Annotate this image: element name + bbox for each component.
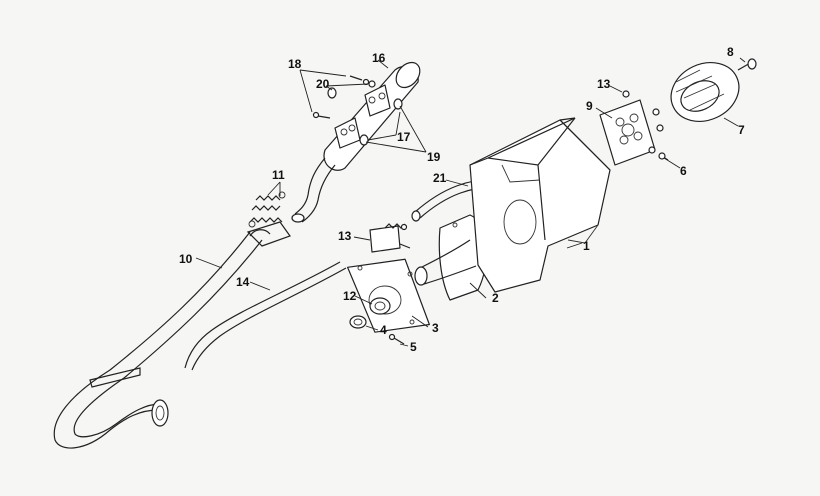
part-gasket-12 bbox=[369, 297, 391, 315]
callout-3: 3 bbox=[432, 321, 439, 335]
callout-11: 11 bbox=[272, 168, 285, 182]
part-flange-plate-3 bbox=[347, 258, 430, 333]
callout-10: 10 bbox=[179, 252, 193, 266]
part-hose-14 bbox=[184, 261, 347, 371]
callout-17: 17 bbox=[397, 130, 411, 144]
part-filter-element-7 bbox=[670, 62, 740, 122]
callout-7: 7 bbox=[738, 123, 745, 137]
part-clamp-4 bbox=[349, 315, 367, 329]
part-nuts-13-6 bbox=[622, 90, 669, 161]
part-hose-10 bbox=[53, 221, 291, 449]
part-springs-11 bbox=[248, 191, 286, 228]
callout-6: 6 bbox=[680, 164, 687, 178]
part-screw-5 bbox=[388, 333, 405, 345]
part-screw-8 bbox=[737, 58, 757, 71]
callout-19: 19 bbox=[427, 150, 441, 164]
callout-1: 1 bbox=[583, 239, 590, 253]
leader-lines bbox=[195, 57, 746, 347]
callout-21: 21 bbox=[433, 171, 447, 185]
callout-13-left: 13 bbox=[338, 229, 352, 243]
callout-4: 4 bbox=[380, 323, 387, 337]
callout-12: 12 bbox=[343, 289, 357, 303]
callout-2: 2 bbox=[492, 291, 499, 305]
callout-9: 9 bbox=[586, 99, 593, 113]
callout-5: 5 bbox=[410, 340, 417, 354]
part-airbox-1 bbox=[469, 117, 611, 293]
callout-18: 18 bbox=[288, 57, 302, 71]
callout-14: 14 bbox=[236, 275, 250, 289]
part-muffler-16 bbox=[291, 61, 421, 223]
callout-20: 20 bbox=[316, 77, 330, 91]
callout-13-right: 13 bbox=[597, 77, 611, 91]
callout-labels: 1 2 3 4 5 6 7 8 9 10 11 12 13 13 14 16 1… bbox=[179, 45, 745, 354]
callout-8: 8 bbox=[727, 45, 734, 59]
callout-16: 16 bbox=[372, 51, 386, 65]
part-bracket-13 bbox=[369, 223, 411, 253]
